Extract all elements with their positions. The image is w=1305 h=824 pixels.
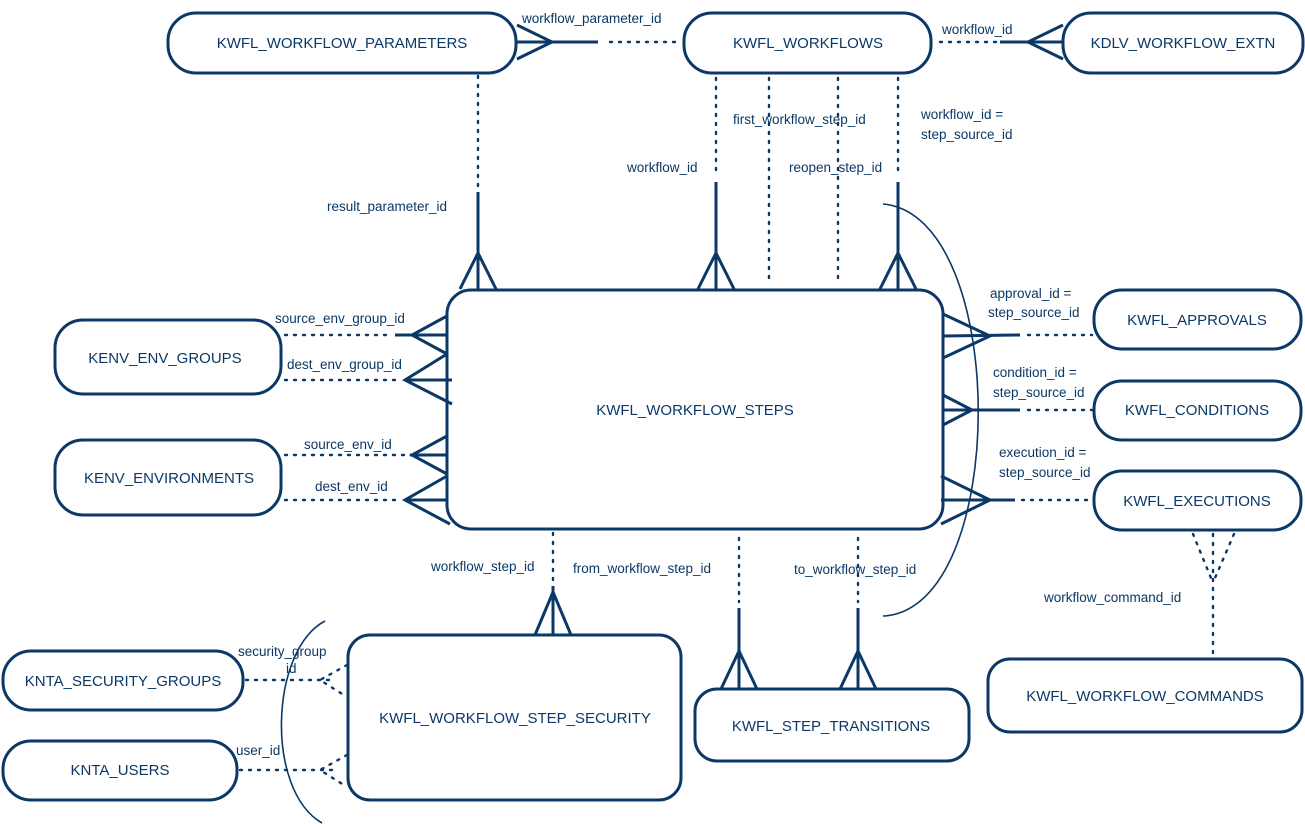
rel-dest-env-id: dest_env_id — [283, 474, 451, 526]
rel-user-id: user_id — [236, 743, 349, 789]
rel-label: result_parameter_id — [327, 199, 447, 214]
entity-kwfl-workflow-commands[interactable]: KWFL_WORKFLOW_COMMANDS — [986, 657, 1304, 734]
rel-workflow-id-step-source: workflow_id = step_source_id — [878, 76, 1013, 290]
rel-label: first_workflow_step_id — [733, 112, 866, 127]
entity-kdlv-workflow-extn[interactable]: KDLV_WORKFLOW_EXTN — [1061, 11, 1305, 75]
rel-label: dest_env_group_id — [287, 357, 402, 372]
entity-kwfl-workflow-parameters[interactable]: KWFL_WORKFLOW_PARAMETERS — [166, 11, 518, 75]
entity-label: KWFL_WORKFLOWS — [733, 35, 883, 52]
rel-label: workflow_id — [941, 22, 1013, 37]
rel-label: from_workflow_step_id — [573, 561, 711, 576]
entity-label: KWFL_WORKFLOW_COMMANDS — [1026, 688, 1264, 705]
rel-label: workflow_command_id — [1043, 590, 1181, 605]
crow-foot-icon — [1000, 23, 1064, 61]
crow-foot-icon — [516, 23, 598, 61]
entity-label: KENV_ENV_GROUPS — [88, 350, 241, 367]
rel-reopen-step-id: reopen_step_id — [789, 76, 882, 284]
crow-foot-icon — [878, 249, 918, 290]
rel-label: step_source_id — [921, 127, 1013, 142]
exclusive-arc — [280, 620, 326, 824]
rel-label: execution_id = — [999, 445, 1087, 460]
crow-foot-icon — [533, 588, 573, 636]
entity-label: KDLV_WORKFLOW_EXTN — [1091, 35, 1276, 52]
rel-to-workflow-step-id: to_workflow_step_id — [794, 536, 916, 690]
crow-foot-icon — [458, 249, 498, 290]
rel-label: source_env_group_id — [275, 311, 405, 326]
rel-workflow-id-steps: workflow_id — [626, 76, 736, 290]
entity-kwfl-conditions[interactable]: KWFL_CONDITIONS — [1092, 379, 1303, 442]
crow-foot-icon — [719, 647, 759, 690]
rel-security-group-id: security_group id — [238, 644, 349, 699]
crow-foot-icon — [838, 647, 878, 690]
entity-label: KNTA_SECURITY_GROUPS — [25, 673, 221, 690]
rel-workflow-parameter-id: workflow_parameter_id — [516, 11, 682, 61]
rel-source-env-group-id: source_env_group_id — [275, 311, 448, 356]
entity-label: KWFL_WORKFLOW_STEPS — [596, 402, 794, 419]
entity-label: KENV_ENVIRONMENTS — [84, 470, 254, 487]
entity-label: KWFL_EXECUTIONS — [1123, 493, 1271, 510]
rel-label: step_source_id — [999, 465, 1091, 480]
crow-foot-icon — [1191, 532, 1236, 580]
exclusive-arc — [882, 203, 980, 617]
crow-foot-icon — [942, 393, 976, 427]
rel-label: source_env_id — [304, 437, 392, 452]
entity-label: KWFL_APPROVALS — [1127, 312, 1267, 329]
rel-label: step_source_id — [993, 385, 1085, 400]
rel-label: step_source_id — [988, 305, 1080, 320]
rel-label: workflow_parameter_id — [521, 11, 662, 26]
rel-workflow-id-extn: workflow_id — [938, 22, 1064, 61]
entity-kwfl-approvals[interactable]: KWFL_APPROVALS — [1092, 288, 1303, 351]
entity-kwfl-workflow-step-security[interactable]: KWFL_WORKFLOW_STEP_SECURITY — [346, 633, 683, 802]
rel-label: workflow_id = — [920, 107, 1003, 122]
rel-from-workflow-step-id: from_workflow_step_id — [573, 536, 759, 690]
crow-foot-icon — [696, 249, 736, 290]
rel-label: workflow_step_id — [430, 559, 535, 574]
rel-label: reopen_step_id — [789, 160, 882, 175]
rel-dest-env-group-id: dest_env_group_id — [283, 352, 453, 406]
rel-approval-id: approval_id = step_source_id — [942, 286, 1094, 360]
rel-label: security_group — [238, 644, 327, 659]
crow-foot-icon — [401, 474, 451, 526]
entity-label: KNTA_USERS — [71, 762, 170, 779]
rel-workflow-command-id: workflow_command_id — [1043, 532, 1236, 658]
entity-kwfl-workflow-steps[interactable]: KWFL_WORKFLOW_STEPS — [445, 288, 945, 531]
entity-label: KWFL_WORKFLOW_STEP_SECURITY — [379, 710, 651, 727]
crow-foot-icon — [408, 314, 448, 356]
rel-label: to_workflow_step_id — [794, 562, 916, 577]
entity-kwfl-workflows[interactable]: KWFL_WORKFLOWS — [682, 11, 933, 75]
entity-label: KWFL_WORKFLOW_PARAMETERS — [217, 35, 468, 52]
rel-label: id — [286, 661, 297, 676]
entity-kenv-env-groups[interactable]: KENV_ENV_GROUPS — [53, 318, 283, 396]
rel-result-parameter-id: result_parameter_id — [327, 74, 498, 290]
rel-label: user_id — [236, 743, 280, 758]
entity-kwfl-executions[interactable]: KWFL_EXECUTIONS — [1092, 469, 1303, 532]
entity-kwfl-step-transitions[interactable]: KWFL_STEP_TRANSITIONS — [693, 687, 971, 763]
rel-execution-id: execution_id = step_source_id — [940, 445, 1094, 526]
crow-foot-icon — [408, 434, 448, 476]
entity-knta-security-groups[interactable]: KNTA_SECURITY_GROUPS — [1, 649, 245, 712]
entity-kenv-environments[interactable]: KENV_ENVIRONMENTS — [53, 438, 283, 517]
crow-foot-icon — [317, 753, 349, 789]
entity-label: KWFL_STEP_TRANSITIONS — [732, 718, 930, 735]
rel-workflow-step-id: workflow_step_id — [430, 531, 573, 636]
rel-label: approval_id = — [990, 286, 1072, 301]
crow-foot-icon — [401, 352, 453, 406]
rel-condition-id: condition_id = step_source_id — [942, 365, 1094, 427]
crow-foot-icon — [317, 663, 349, 699]
rel-label: dest_env_id — [315, 479, 388, 494]
entity-knta-users[interactable]: KNTA_USERS — [1, 739, 239, 802]
crow-foot-icon — [940, 474, 994, 526]
crow-foot-icon — [942, 312, 994, 360]
rel-label: workflow_id — [626, 160, 698, 175]
rel-source-env-id: source_env_id — [283, 434, 448, 476]
rel-label: condition_id = — [993, 365, 1077, 380]
rel-first-workflow-step-id: first_workflow_step_id — [733, 76, 866, 284]
entity-label: KWFL_CONDITIONS — [1125, 402, 1269, 419]
